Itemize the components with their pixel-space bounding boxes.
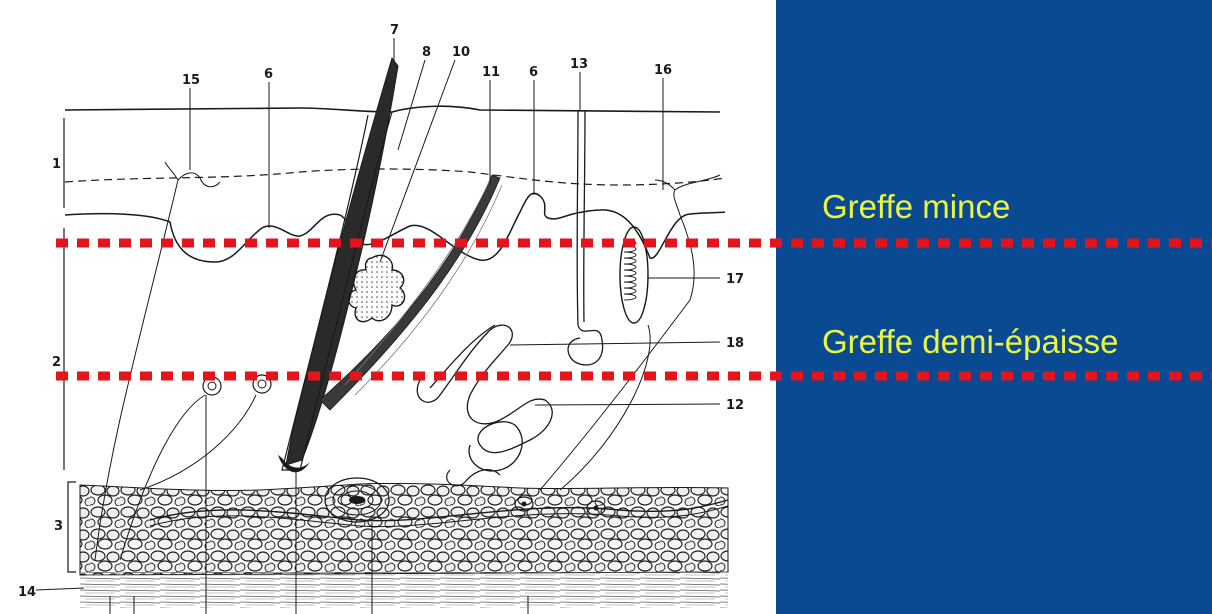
half-thickness-graft-label: Greffe demi-épaisse: [822, 325, 1119, 358]
thin-graft-label: Greffe mince: [822, 190, 1010, 223]
